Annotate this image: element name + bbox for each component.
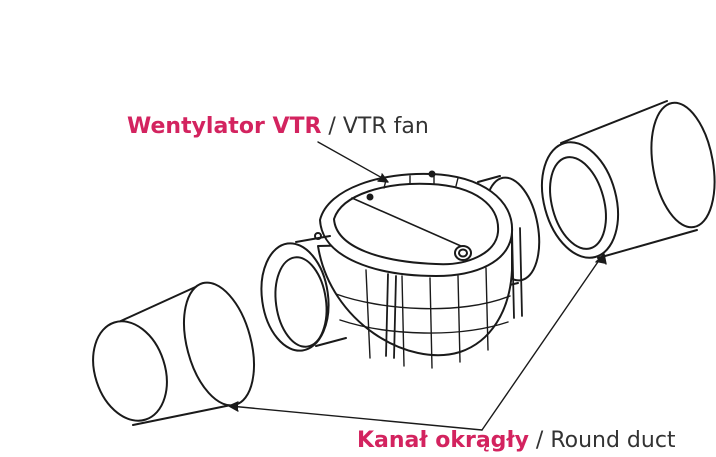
fan-label-polish: Wentylator VTR [127, 114, 322, 139]
leader-lines [228, 141, 607, 431]
right-round-duct [541, 100, 716, 259]
duct-leader-line-right [481, 255, 603, 431]
duct-leader-line-left [229, 405, 483, 431]
duct-label-english: / Round duct [528, 428, 676, 453]
fan-leader-arrowhead [377, 173, 389, 183]
fan-label-english: / VTR fan [321, 114, 429, 139]
fan-label: Wentylator VTR / VTR fan [127, 114, 429, 140]
duct-leader-arrowhead-right [595, 253, 607, 265]
fan-body [314, 170, 523, 369]
duct-label: Kanał okrągły / Round duct [357, 428, 676, 454]
left-round-duct [92, 281, 255, 426]
fan-left-spigot [260, 235, 347, 352]
duct-leader-arrowhead-left [228, 401, 239, 412]
fan-leader-line [317, 141, 385, 180]
duct-label-polish: Kanał okrągły [357, 428, 529, 453]
